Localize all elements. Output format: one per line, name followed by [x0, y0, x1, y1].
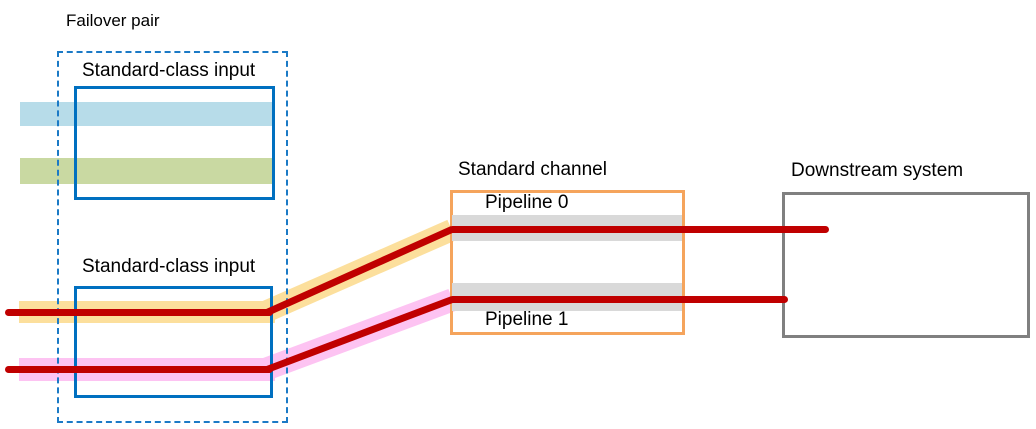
- standard-class-input-label-1: Standard-class input: [82, 60, 256, 81]
- failover-pair-group-box: [57, 51, 288, 423]
- standard-channel-label: Standard channel: [458, 159, 607, 180]
- standard-class-input-box-1: [74, 86, 275, 200]
- pipeline-0-label: Pipeline 0: [485, 192, 569, 213]
- standard-channel-box: [450, 190, 685, 335]
- downstream-system-label: Downstream system: [791, 160, 964, 181]
- standard-class-input-box-2: [74, 286, 273, 398]
- idle-stream-band-lightblue: [20, 102, 274, 126]
- signal-line-1-left-segment: [5, 309, 273, 316]
- standard-class-input-label-2: Standard-class input: [82, 256, 256, 277]
- pipeline-1-label: Pipeline 1: [485, 309, 569, 330]
- signal-line-2-right-segment: [449, 296, 788, 303]
- failover-pair-label: Failover pair: [66, 11, 160, 30]
- idle-stream-band-green: [20, 158, 274, 184]
- downstream-system-box: [782, 192, 1030, 338]
- signal-line-2-left-segment: [5, 366, 273, 373]
- signal-line-1-right-segment: [449, 226, 829, 233]
